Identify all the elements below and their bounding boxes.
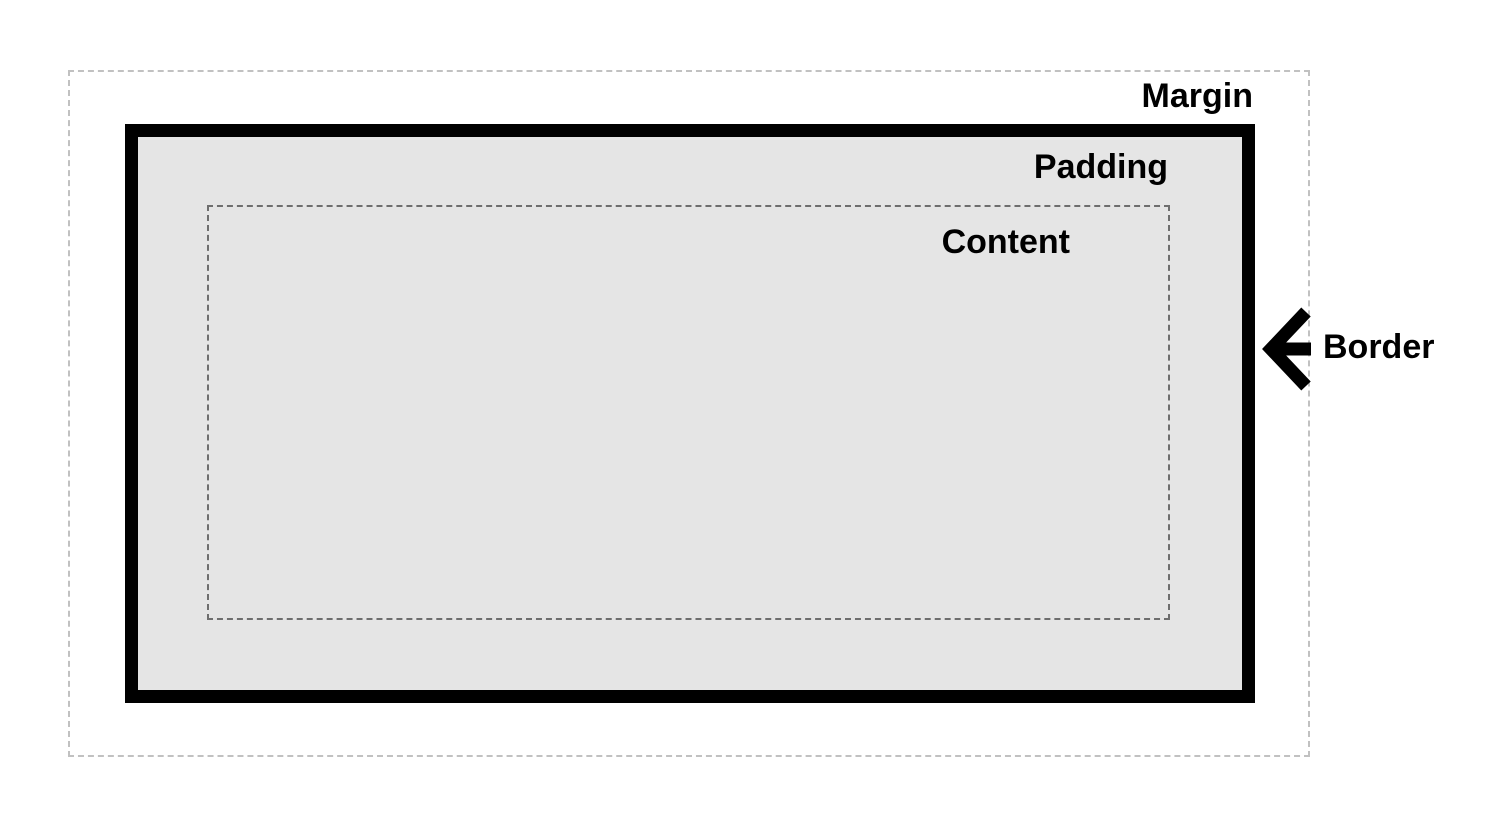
content-label: Content [941, 223, 1070, 261]
content-box [207, 205, 1170, 620]
margin-label: Margin [1141, 77, 1253, 115]
padding-box [125, 124, 1255, 703]
left-arrow-icon [1262, 307, 1311, 391]
border-label: Border [1323, 328, 1435, 366]
padding-label: Padding [1033, 148, 1168, 186]
